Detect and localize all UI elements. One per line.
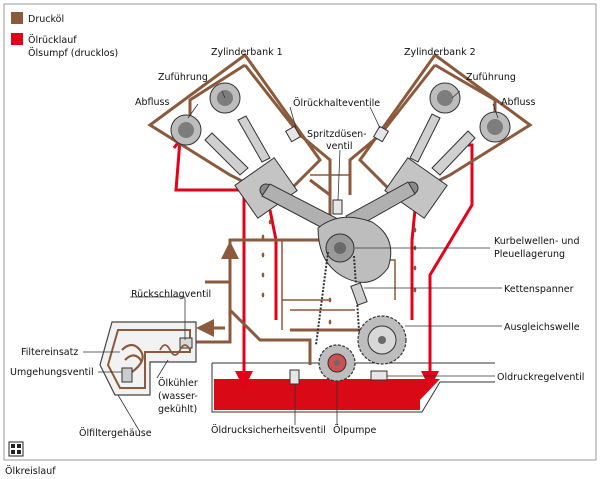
oil-cooler-coil — [159, 344, 191, 356]
oil-filter-housing — [99, 321, 197, 396]
oil-pump-gear — [318, 344, 356, 382]
filter-element — [121, 367, 133, 383]
oil-sump — [214, 379, 440, 410]
label-supply-left: Zuführung — [158, 72, 208, 83]
cylinder-bank-2 — [358, 52, 533, 202]
diagram-frame — [3, 3, 597, 461]
label-oil-pressure-regulator: Oldruckregelventil — [497, 372, 584, 383]
label-crankshaft-2: Pleuellagerung — [494, 249, 565, 260]
valve-left-a — [204, 132, 249, 176]
label-oil-retention-valves: Ölrückhalteventile — [293, 98, 380, 109]
check-valve — [179, 337, 193, 349]
legend-swatch-return — [11, 33, 23, 45]
oil-pressure-regulator-valve — [370, 370, 388, 381]
label-oil-cooler-2: (wasser- — [158, 391, 198, 402]
grid-logo-icon — [8, 441, 24, 457]
retention-valve-right — [372, 125, 390, 143]
label-crankshaft-1: Kurbelwellen- und — [494, 236, 579, 247]
label-cylinder-bank-2: Zylinderbank 2 — [404, 47, 476, 58]
legend-label-return: Ölrücklauf — [28, 35, 77, 46]
label-supply-right: Zuführung — [466, 72, 516, 83]
conrod-right — [345, 181, 416, 229]
label-chain-tensioner: Kettenspanner — [504, 284, 574, 295]
figure-caption: Ölkreislauf — [5, 466, 56, 477]
label-check-valve: Rückschlagventil — [131, 289, 211, 300]
timing-chain — [315, 251, 361, 346]
valve-right-b — [409, 113, 441, 163]
spray-nozzle-valve — [332, 199, 343, 215]
oil-drips — [261, 219, 417, 325]
oil-pressure-safety-valve — [289, 369, 300, 385]
label-oil-cooler-3: gekühlt) — [158, 404, 197, 415]
label-oil-pump: Ölpumpe — [333, 425, 376, 436]
label-drain-left: Abfluss — [135, 97, 169, 108]
label-bypass-valve: Umgehungsventil — [10, 367, 94, 378]
valve-left-b — [237, 115, 271, 163]
label-spray-nozzle-1: Spritzdüsen- — [307, 129, 367, 140]
legend-swatch-pressure — [11, 12, 23, 24]
label-oil-cooler-1: Ölkühler — [158, 378, 198, 389]
label-filter-element: Filtereinsatz — [21, 347, 78, 358]
label-cylinder-bank-1: Zylinderbank 1 — [211, 47, 283, 58]
label-balance-shaft: Ausgleichswelle — [504, 322, 580, 333]
legend-label-sump: Ölsumpf (drucklos) — [28, 48, 118, 59]
leader-lines — [83, 90, 502, 433]
label-drain-right: Abfluss — [501, 97, 535, 108]
label-oil-pressure-safety-valve: Öldrucksicherheitsventil — [211, 425, 326, 436]
balance-shaft-gear — [357, 315, 407, 365]
pistons-and-rods — [234, 157, 448, 283]
legend-label-pressure: Drucköl — [28, 14, 64, 25]
legend: Drucköl Ölrücklauf Ölsumpf (drucklos) — [11, 12, 118, 59]
retention-valve-left — [284, 125, 302, 143]
cylinder-bank-1 — [147, 52, 322, 202]
label-oil-filter-housing: Ölfiltergehäuse — [79, 428, 152, 439]
label-spray-nozzle-2: ventil — [326, 141, 353, 152]
valve-right-a — [431, 130, 476, 176]
oil-pan-outline — [211, 363, 495, 413]
chain-tensioner — [350, 282, 368, 306]
